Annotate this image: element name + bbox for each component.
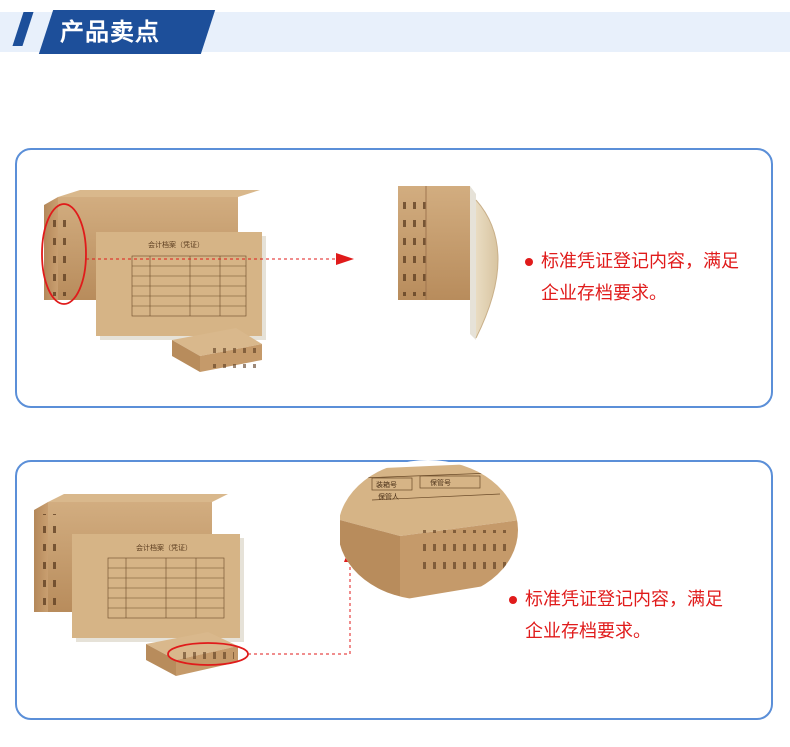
label-title: 会计档案（凭证）: [148, 240, 204, 249]
zoom-detail-edge: 装箱号 保管人 保管号: [338, 460, 518, 600]
zoom-side-holes: [400, 192, 426, 296]
caption-line-2: 企业存档要求。: [525, 621, 651, 642]
archive-box-group-2: 会计档案（凭证）: [34, 494, 356, 676]
highlight-ellipse-side: [41, 203, 87, 305]
pointer-arrowhead: [336, 253, 354, 265]
zoom-label-box-no: 装箱号: [376, 480, 397, 489]
caption-line-2: 企业存档要求。: [541, 283, 667, 304]
label-sheet: [96, 232, 262, 336]
label-title-2: 会计档案（凭证）: [136, 543, 192, 552]
archive-box-group-1: 会计档案（凭证）: [41, 190, 354, 372]
side-holes: [48, 210, 72, 296]
caption-bullet: [525, 258, 533, 266]
caption-line-1: 标准凭证登记内容，满足: [525, 589, 723, 610]
zoom-label-keeper-no: 保管号: [430, 478, 451, 487]
zoom-detail-side: [398, 186, 499, 340]
caption-line-1: 标准凭证登记内容，满足: [541, 251, 739, 272]
feature-caption-1: 标准凭证登记内容，满足 企业存档要求。: [525, 246, 771, 310]
zoom-label-keeper: 保管人: [378, 492, 399, 501]
pointer-dashed-path: [248, 560, 351, 655]
caption-bullet: [509, 596, 517, 604]
feature-caption-2: 标准凭证登记内容，满足 企业存档要求。: [509, 584, 755, 648]
zoom-sheet-curve: [476, 200, 498, 338]
section-title: 产品卖点: [60, 18, 160, 46]
